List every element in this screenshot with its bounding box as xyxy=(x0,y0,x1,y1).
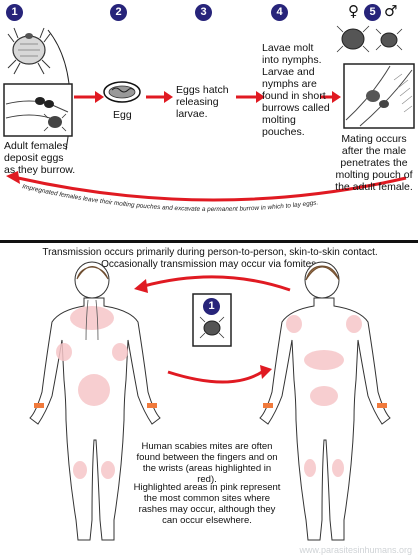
female-symbol: ♀ xyxy=(348,2,359,20)
wrist-note: Human scabies mites are often found betw… xyxy=(136,441,278,485)
adult-mite-icon xyxy=(7,27,51,75)
step-5-caption: Mating occurs after the male penetrates … xyxy=(335,133,413,193)
male-mite-icon xyxy=(375,28,403,51)
step-3-badge: 3 xyxy=(195,4,212,21)
rash-note: Highlighted areas in pink represent the … xyxy=(133,482,281,526)
inset-badge: 1 xyxy=(203,298,220,315)
watermark: www.parasitesinhumans.org xyxy=(299,545,412,555)
front-view-figure xyxy=(259,261,391,541)
step-5-badge: 5 xyxy=(364,4,381,21)
back-view-figure xyxy=(29,261,161,541)
male-symbol: ♂ xyxy=(384,2,398,20)
step-4-badge: 4 xyxy=(271,4,288,21)
step-3-caption: Eggs hatch releasing larvae. xyxy=(176,84,229,120)
female-mite-icon xyxy=(336,25,370,53)
step-1-caption: Adult females deposit eggs as they burro… xyxy=(4,140,76,176)
step-2-badge: 2 xyxy=(110,4,127,21)
step-1-badge: 1 xyxy=(6,4,23,21)
transmission-text: Transmission occurs primarily during per… xyxy=(42,247,378,270)
step-4-caption: Lavae molt into nymphs. Larvae and nymph… xyxy=(262,42,330,138)
step-2-caption: Egg xyxy=(113,109,132,121)
section-divider xyxy=(0,240,418,243)
